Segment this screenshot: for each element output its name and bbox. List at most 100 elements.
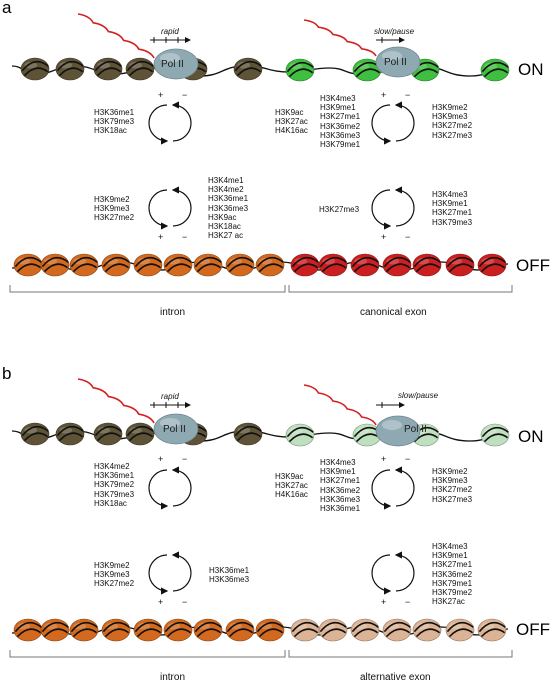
dna-wrap <box>291 256 319 268</box>
histone-marks-list: H3K4me3 H3K9me1 H3K27me1 H3K36me2 H3K79m… <box>432 542 473 607</box>
dna-wrap <box>319 256 347 268</box>
dna-wrap <box>96 67 122 77</box>
histone-marks-list: H3K9ac H3K27ac H4K16ac <box>275 472 308 500</box>
dna-wrap <box>288 68 314 78</box>
nucleosome-highlight <box>386 257 400 265</box>
dna-wrap <box>480 263 506 273</box>
nucleosome-highlight <box>105 622 119 630</box>
region-bracket <box>9 285 286 293</box>
dna-wrap <box>383 256 411 268</box>
dna-wrap <box>413 68 439 78</box>
nucleosome-highlight <box>17 622 31 630</box>
dna-wrap <box>385 263 411 273</box>
panel-letter-b: b <box>2 364 12 383</box>
region-label-exon: alternative exon <box>360 672 431 683</box>
dna-wrap <box>351 256 379 268</box>
state-off-label: OFF <box>516 620 550 639</box>
dna-wrap <box>385 628 411 638</box>
dna-wrap <box>72 263 98 273</box>
nucleosome-highlight <box>229 257 243 265</box>
nucleosome-highlight <box>322 257 336 265</box>
dna-wrap <box>413 621 441 633</box>
dna-wrap <box>16 628 42 638</box>
nucleosome-highlight <box>237 61 251 69</box>
pol-ii-label: Pol II <box>161 59 184 70</box>
dna-wrap <box>128 67 154 77</box>
nucleosome-highlight <box>294 622 308 630</box>
nucleosome-highlight <box>322 622 336 630</box>
minus-sign: − <box>182 454 188 464</box>
nucleosome-highlight <box>197 257 211 265</box>
nucleosome-highlight <box>24 426 38 434</box>
dna-wrap <box>16 263 42 273</box>
nucleosome-highlight <box>59 61 73 69</box>
state-on-label: ON <box>518 427 544 446</box>
dna-wrap <box>258 263 284 273</box>
cycle-arrow <box>171 466 192 507</box>
cycle-arrow <box>171 551 192 592</box>
histone-marks-list: H3K36me1 H3K36me3 <box>209 566 250 585</box>
dna-wrap <box>94 60 122 72</box>
cycle-arrow <box>371 554 392 595</box>
minus-sign: − <box>182 90 188 100</box>
minus-sign: − <box>182 232 188 242</box>
dna-wrap <box>72 628 98 638</box>
dna-wrap <box>256 621 284 633</box>
nucleosome-highlight <box>137 622 151 630</box>
cycle-arrow <box>394 551 415 592</box>
minus-sign: − <box>182 597 188 607</box>
dna-wrap <box>14 256 42 268</box>
dna-wrap <box>134 621 162 633</box>
histone-marks-list: H3K9ac H3K27ac H4K16ac <box>275 108 308 136</box>
nucleosome-highlight <box>197 622 211 630</box>
dna-wrap <box>351 621 379 633</box>
nucleosome-highlight <box>237 426 251 434</box>
speed-label-slow: slow/pause <box>374 27 415 36</box>
nucleosome-highlight <box>73 622 87 630</box>
minus-sign: − <box>405 232 411 242</box>
dna-wrap <box>226 621 254 633</box>
nucleosome-highlight <box>44 622 58 630</box>
dna-wrap <box>194 256 222 268</box>
nucleosome-highlight <box>105 257 119 265</box>
nucleosome-highlight <box>386 622 400 630</box>
dna-wrap <box>128 432 154 442</box>
dna-wrap <box>23 432 49 442</box>
dna-wrap <box>256 256 284 268</box>
nucleosome-highlight <box>416 257 430 265</box>
dna-wrap <box>196 263 222 273</box>
cycle-arrow <box>394 101 415 142</box>
cycle-arrow <box>171 101 192 142</box>
nucleosome-highlight <box>167 257 181 265</box>
dna-wrap <box>70 621 98 633</box>
histone-marks-list: H3K9me2 H3K9me3 H3K27me2 H3K27me3 <box>432 103 473 140</box>
cycle-arrow <box>394 186 415 227</box>
dna-wrap <box>94 425 122 437</box>
dna-wrap <box>353 628 379 638</box>
dna-wrap <box>41 621 69 633</box>
dna-wrap <box>446 256 474 268</box>
cycle-arrow <box>371 469 392 510</box>
cycle-arrow <box>148 469 169 510</box>
dna-wrap <box>41 256 69 268</box>
dna-wrap <box>43 628 69 638</box>
nascent-rna <box>303 384 377 426</box>
dna-wrap <box>228 263 254 273</box>
nucleosome-highlight <box>449 257 463 265</box>
pol-ii-label: Pol II <box>163 424 186 435</box>
nucleosome-highlight <box>481 622 495 630</box>
histone-marks-list: H3K4me2 H3K36me1 H3K79me2 H3K79me3 H3K18… <box>94 462 135 508</box>
histone-marks-list: H3K4me3 H3K9me1 H3K27me1 H3K36me2 H3K36m… <box>320 458 361 514</box>
dna-wrap <box>478 621 506 633</box>
dna-wrap <box>56 60 84 72</box>
plus-sign: + <box>381 232 387 242</box>
nucleosome-highlight <box>129 61 143 69</box>
pol-ii-highlight <box>160 418 180 428</box>
dna-wrap <box>126 425 154 437</box>
region-label-intron: intron <box>160 672 186 683</box>
nucleosome-highlight <box>449 622 463 630</box>
minus-sign: − <box>405 90 411 100</box>
dna-wrap <box>236 432 262 442</box>
dna-wrap <box>234 425 262 437</box>
